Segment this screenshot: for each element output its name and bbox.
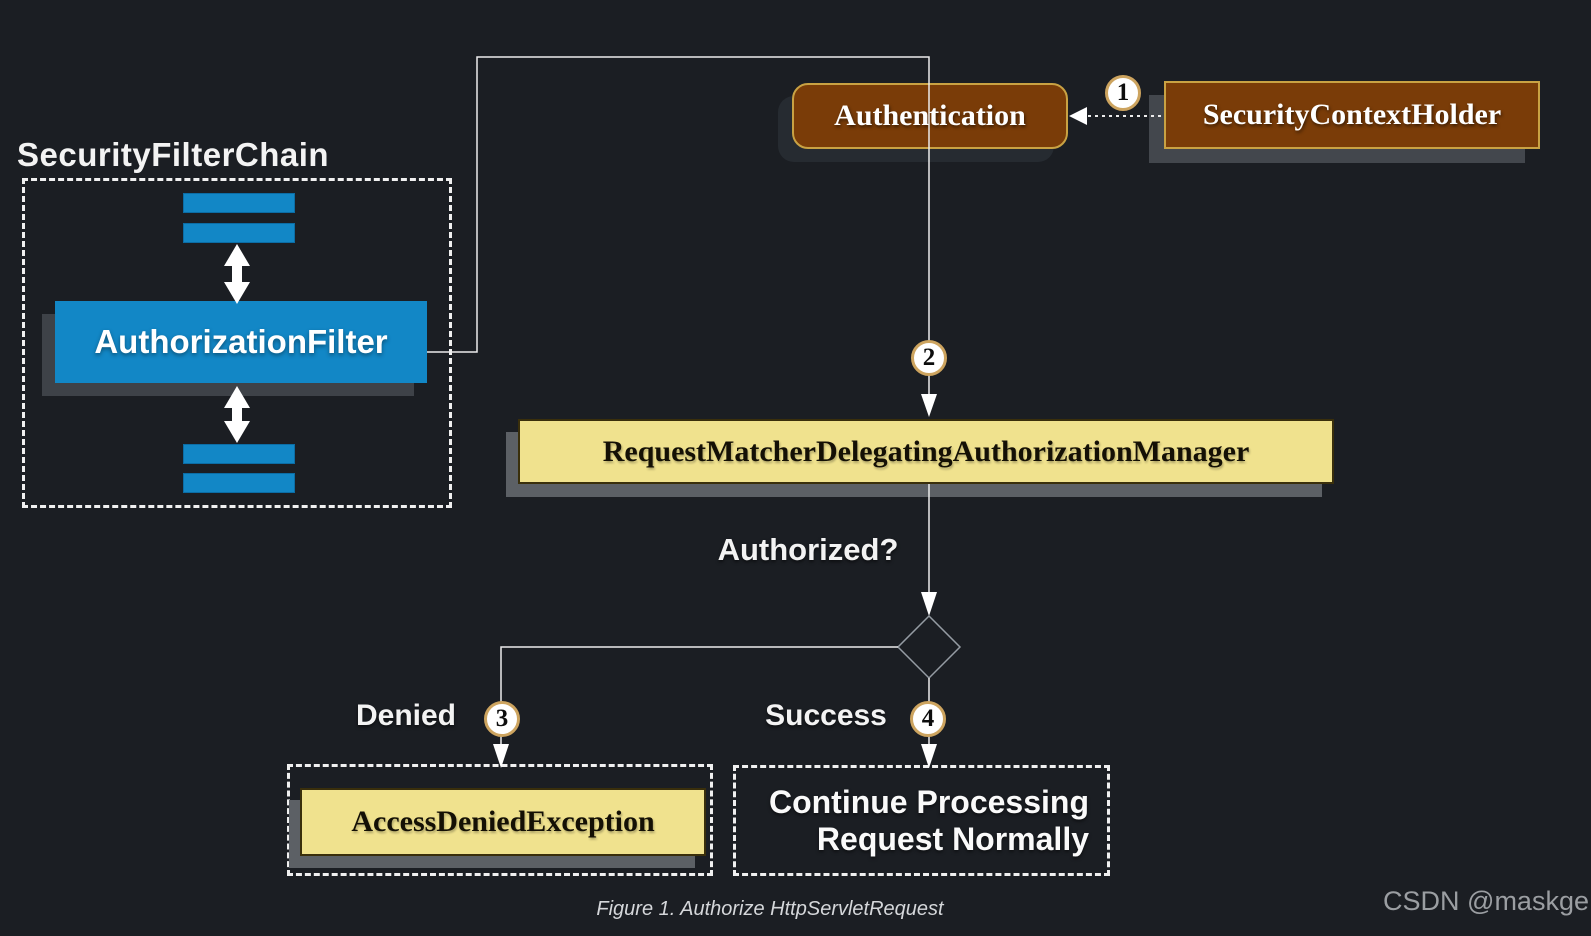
security-context-holder-label: SecurityContextHolder xyxy=(1202,98,1502,131)
arrow-into-decision-icon xyxy=(921,592,937,616)
authorization-manager-node: RequestMatcherDelegatingAuthorizationMan… xyxy=(518,419,1334,484)
filter-bar xyxy=(183,444,295,464)
authentication-label: Authentication xyxy=(834,99,1026,132)
step-badge-3: 3 xyxy=(484,701,520,737)
filter-bar xyxy=(183,473,295,493)
continue-processing-line1: Continue Processing xyxy=(768,784,1089,821)
figure-caption: Figure 1. Authorize HttpServletRequest xyxy=(596,898,944,920)
decision-diamond xyxy=(896,614,962,680)
continue-processing-line2: Request Normally xyxy=(816,820,1089,857)
authentication-node: Authentication xyxy=(792,83,1068,149)
step-badge-2: 2 xyxy=(911,340,947,376)
authorization-manager-label: RequestMatcherDelegatingAuthorizationMan… xyxy=(602,434,1250,468)
arrow-into-manager-icon xyxy=(921,394,937,417)
denied-label: Denied xyxy=(355,699,457,732)
watermark: CSDN @maskge xyxy=(1383,886,1589,916)
continue-processing-box: Continue Processing Request Normally xyxy=(733,765,1110,876)
access-denied-exception-node: AccessDeniedException xyxy=(300,788,706,856)
arrow-left-icon xyxy=(1069,107,1087,125)
authorization-filter-node: AuthorizationFilter xyxy=(55,301,427,383)
filter-bar xyxy=(183,223,295,243)
authorization-filter-label: AuthorizationFilter xyxy=(94,323,388,360)
authorized-question-label: Authorized? xyxy=(717,532,899,567)
step-badge-1: 1 xyxy=(1105,75,1141,111)
access-denied-exception-label: AccessDeniedException xyxy=(351,805,655,838)
security-context-holder-node: SecurityContextHolder xyxy=(1164,81,1540,149)
filter-bar xyxy=(183,193,295,213)
success-label: Success xyxy=(765,699,887,732)
step-badge-4: 4 xyxy=(910,701,946,737)
security-filter-chain-title: SecurityFilterChain xyxy=(17,136,330,173)
